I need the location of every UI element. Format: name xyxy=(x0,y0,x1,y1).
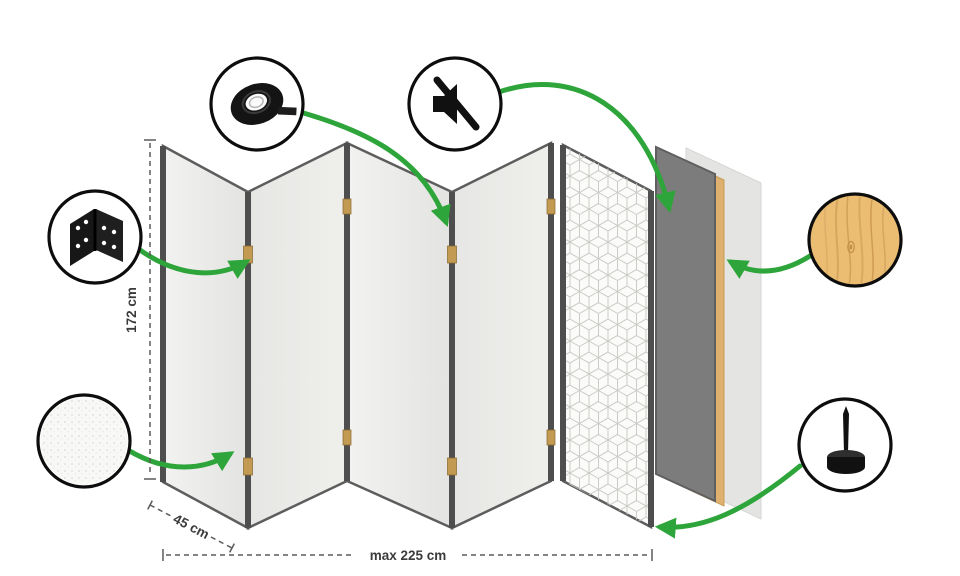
floor-pad-pin-icon xyxy=(827,406,865,474)
fabric-texture-swatch xyxy=(40,397,128,485)
arrow-to-dark-panel xyxy=(496,82,676,214)
arrow-to-wood-frame xyxy=(726,253,813,279)
pattern-panel xyxy=(560,142,654,530)
callout-fabric xyxy=(36,393,132,489)
hinge xyxy=(447,457,457,476)
arrow-to-fabric xyxy=(125,447,235,472)
callout-tape xyxy=(209,56,305,152)
muted-speaker-icon xyxy=(433,76,480,131)
callout-mute xyxy=(407,56,503,152)
height-dimension-label: 172 cm xyxy=(124,287,139,333)
divider-panels xyxy=(160,140,556,531)
arrow-to-tape-joint xyxy=(297,109,451,227)
exploded-layers xyxy=(655,145,762,520)
panel-1 xyxy=(161,143,250,531)
hinge xyxy=(546,429,556,446)
tape-roll-icon xyxy=(230,83,297,125)
hinge xyxy=(342,198,352,215)
arrow-to-bottom-edge xyxy=(654,463,803,539)
dimension-height: 172 cm xyxy=(124,139,156,480)
hinge xyxy=(243,457,253,476)
pattern-panel-texture xyxy=(563,145,651,527)
hinge xyxy=(447,245,457,264)
callout-foot xyxy=(797,397,893,493)
dark-core-panel xyxy=(655,145,716,503)
panel-2 xyxy=(246,140,349,530)
panel-4 xyxy=(450,140,553,530)
callout-wood xyxy=(807,192,903,288)
hinge xyxy=(546,198,556,215)
hinge-icon xyxy=(70,209,123,266)
callout-hinge xyxy=(47,189,143,285)
callout-arrows xyxy=(125,82,813,539)
total-width-dimension-label: max 225 cm xyxy=(370,548,447,563)
panel-width-dimension-label: 45 cm xyxy=(171,511,212,542)
hinge xyxy=(342,429,352,446)
dimension-total-width: max 225 cm xyxy=(162,548,653,563)
hinges xyxy=(243,198,556,476)
arrow-to-hinge xyxy=(137,247,251,279)
